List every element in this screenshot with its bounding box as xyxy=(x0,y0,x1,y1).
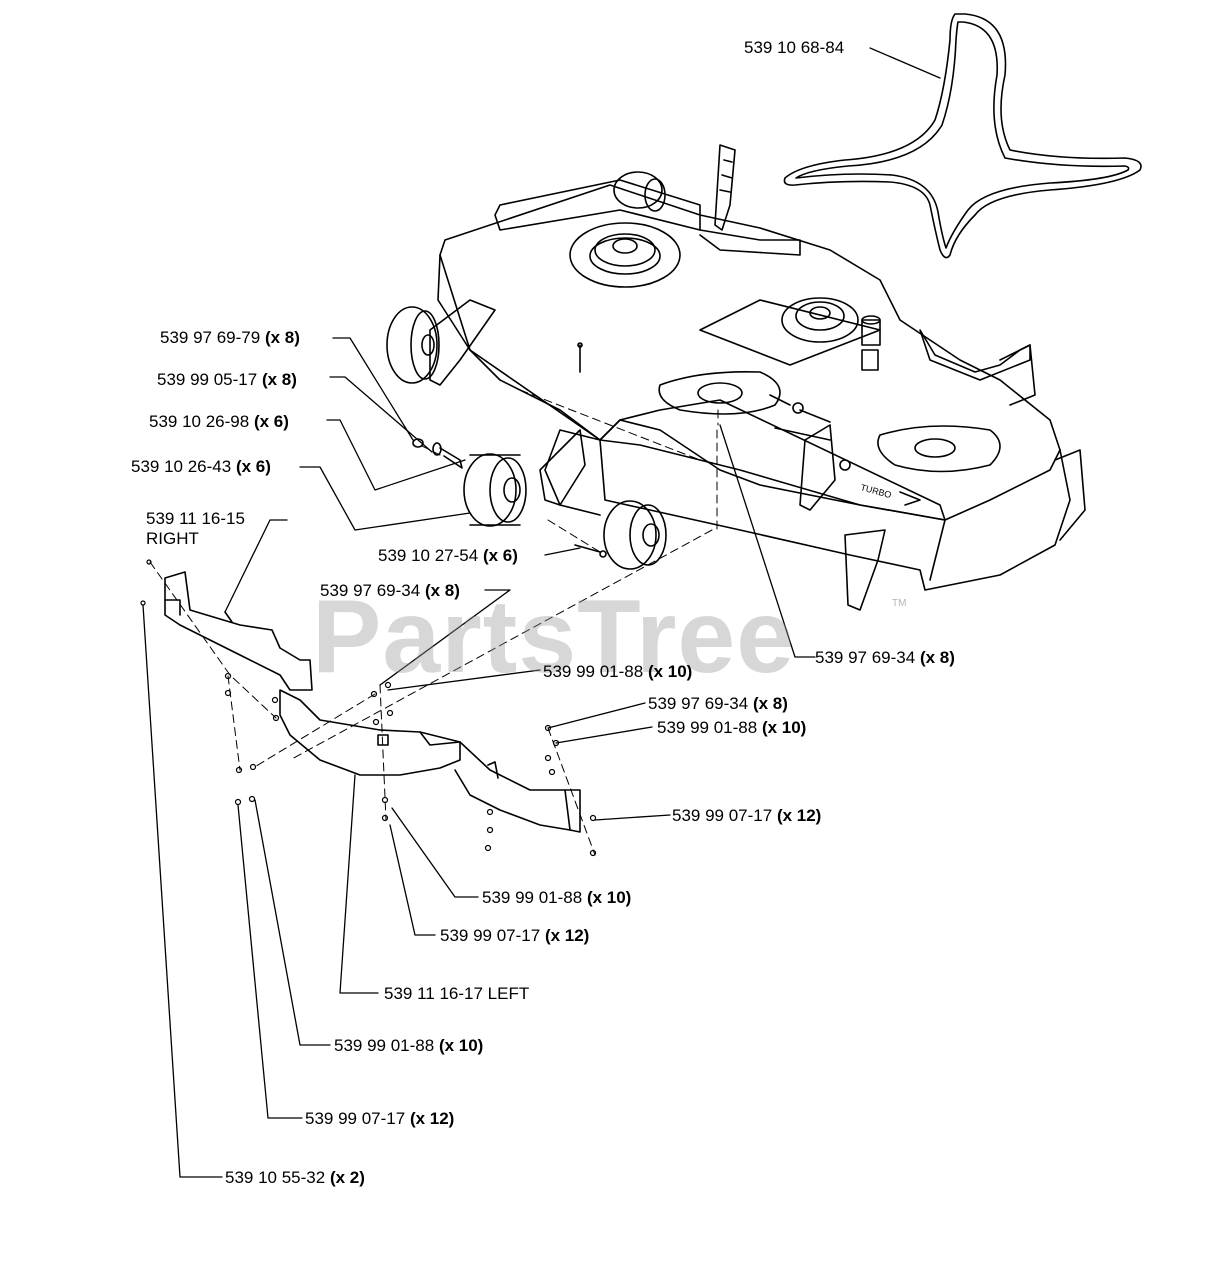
quantity: (x 10) xyxy=(761,718,807,737)
watermark-trademark: TM xyxy=(892,598,907,609)
callout-spacer: 539 10 26-98 (x 6) xyxy=(149,412,289,432)
quantity: (x 12) xyxy=(776,806,822,825)
quantity: (x 10) xyxy=(438,1036,484,1055)
callout-washer-middle: 539 99 07-17 (x 12) xyxy=(440,926,589,946)
anti-scalp-wheel-left xyxy=(463,453,527,527)
svg-text:TURBO: TURBO xyxy=(859,482,892,500)
deflector-shield-left xyxy=(279,689,581,833)
part-number: 539 99 01-88 xyxy=(543,662,644,681)
part-number: 539 97 69-34 xyxy=(320,581,421,600)
callout-bolt-shield-top: 539 97 69-34 (x 8) xyxy=(320,581,460,601)
part-number: 539 99 05-17 xyxy=(157,370,258,389)
callout-washer-right-end: 539 99 07-17 (x 12) xyxy=(672,806,821,826)
quantity: (x 8) xyxy=(424,581,460,600)
quantity: (x 12) xyxy=(544,926,590,945)
drive-belt xyxy=(783,13,1142,259)
quantity: (x 6) xyxy=(482,546,518,565)
quantity: (x 2) xyxy=(329,1168,365,1187)
part-number: 539 11 16-15 xyxy=(146,509,245,528)
callout-nut-right-end: 539 99 01-88 (x 10) xyxy=(657,718,806,738)
side-label: RIGHT xyxy=(146,529,199,548)
callout-belt: 539 10 68-84 xyxy=(744,38,844,58)
callout-bolt-deck: 539 97 69-34 (x 8) xyxy=(815,648,955,668)
part-number: 539 99 07-17 xyxy=(305,1109,406,1128)
part-number: 539 97 69-34 xyxy=(648,694,749,713)
mower-deck: TURBO xyxy=(437,144,1086,611)
leader-lines xyxy=(142,47,941,1178)
callout-pin: 539 10 55-32 (x 2) xyxy=(225,1168,365,1188)
part-number: 539 11 16-17 LEFT xyxy=(384,984,530,1003)
callout-nut-left: 539 99 01-88 (x 10) xyxy=(334,1036,483,1056)
quantity: (x 8) xyxy=(752,694,788,713)
callout-washer-left: 539 99 07-17 (x 12) xyxy=(305,1109,454,1129)
part-number: 539 99 07-17 xyxy=(440,926,541,945)
rear-gauge-wheel-right xyxy=(613,171,666,212)
quantity: (x 8) xyxy=(919,648,955,667)
part-number: 539 97 69-79 xyxy=(160,328,261,347)
part-number: 539 10 27-54 xyxy=(378,546,479,565)
part-number: 539 99 01-88 xyxy=(334,1036,435,1055)
callout-bolt-rear-wheel: 539 97 69-79 (x 8) xyxy=(160,328,300,348)
quantity: (x 10) xyxy=(586,888,632,907)
part-number: 539 10 26-43 xyxy=(131,457,232,476)
callout-nut-middle: 539 99 01-88 (x 10) xyxy=(482,888,631,908)
part-number: 539 10 26-98 xyxy=(149,412,250,431)
rear-gauge-wheel-left xyxy=(386,299,496,386)
callout-bolt-right-end: 539 97 69-34 (x 8) xyxy=(648,694,788,714)
quantity: (x 8) xyxy=(264,328,300,347)
callout-left-shield: 539 11 16-17 LEFT xyxy=(384,984,529,1004)
assembly-centerlines xyxy=(149,349,719,856)
part-number: 539 99 01-88 xyxy=(482,888,583,907)
deflector-shield-right xyxy=(164,571,313,691)
quantity: (x 8) xyxy=(261,370,297,389)
quantity: (x 10) xyxy=(647,662,693,681)
partstree-watermark: PartsTree xyxy=(312,579,796,695)
quantity: (x 12) xyxy=(409,1109,455,1128)
callout-axle-bolt: 539 10 27-54 (x 6) xyxy=(378,546,518,566)
callout-right-shield: 539 11 16-15 RIGHT xyxy=(146,509,245,549)
callout-wheel: 539 10 26-43 (x 6) xyxy=(131,457,271,477)
part-number: 539 10 68-84 xyxy=(744,38,845,57)
callout-nut-top: 539 99 01-88 (x 10) xyxy=(543,662,692,682)
part-number: 539 97 69-34 xyxy=(815,648,916,667)
quantity: (x 6) xyxy=(235,457,271,476)
exploded-hardware xyxy=(412,438,607,558)
part-number: 539 10 55-32 xyxy=(225,1168,326,1187)
part-number: 539 99 01-88 xyxy=(657,718,758,737)
quantity: (x 6) xyxy=(253,412,289,431)
callout-washer: 539 99 05-17 (x 8) xyxy=(157,370,297,390)
part-number: 539 99 07-17 xyxy=(672,806,773,825)
